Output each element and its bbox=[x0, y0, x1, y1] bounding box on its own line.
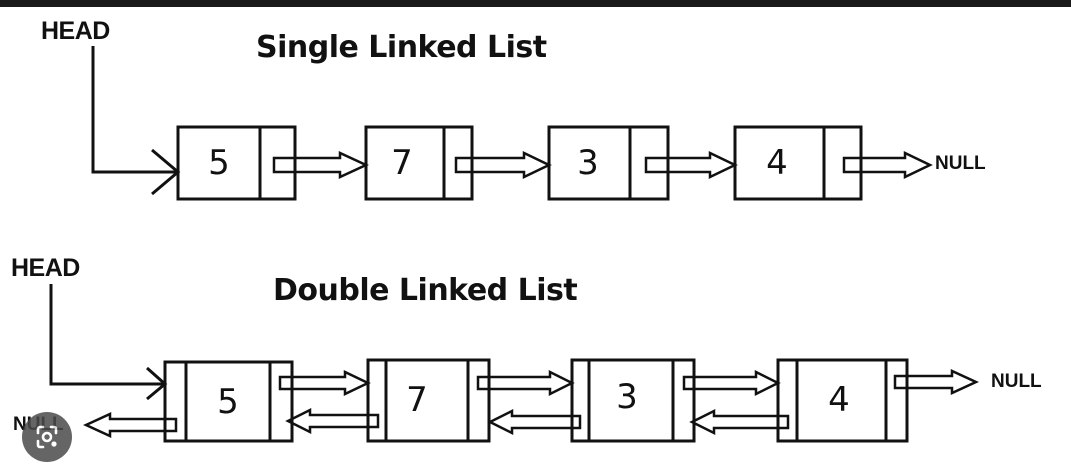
double-next-arrow-2 bbox=[476, 369, 575, 397]
double-node-3-value: 3 bbox=[616, 377, 638, 417]
single-node-2 bbox=[364, 125, 474, 201]
single-node-3-value: 3 bbox=[577, 143, 599, 183]
single-node-1 bbox=[176, 125, 297, 201]
google-lens-icon[interactable] bbox=[22, 412, 72, 462]
double-null-right-label: NULL bbox=[991, 371, 1042, 392]
lens-glyph-icon bbox=[36, 425, 58, 449]
single-next-arrow-3 bbox=[644, 151, 738, 179]
single-next-arrows bbox=[272, 151, 933, 179]
single-next-arrow-2 bbox=[454, 151, 552, 179]
double-next-arrow-3 bbox=[682, 369, 781, 397]
single-head-pointer bbox=[91, 46, 181, 196]
double-head-label: HEAD bbox=[11, 254, 80, 282]
double-node-1 bbox=[163, 360, 294, 443]
single-node-4-value: 4 bbox=[766, 143, 788, 183]
double-null-next-arrow bbox=[893, 369, 980, 395]
double-node-1-value: 5 bbox=[217, 382, 239, 422]
double-next-arrow-1 bbox=[278, 370, 371, 396]
single-head-label: HEAD bbox=[41, 17, 110, 45]
double-node-4 bbox=[776, 358, 909, 443]
single-node-4 bbox=[733, 125, 863, 201]
double-pointer-arrows bbox=[82, 369, 980, 438]
single-node-1-value: 5 bbox=[208, 143, 230, 183]
double-prev-arrow-2 bbox=[487, 408, 582, 436]
single-null-arrow bbox=[842, 151, 933, 179]
single-node-3 bbox=[547, 125, 670, 201]
single-node-2-value: 7 bbox=[391, 143, 413, 183]
single-next-arrow-1 bbox=[272, 151, 369, 179]
double-prev-arrow-1 bbox=[285, 407, 380, 435]
single-null-label: NULL bbox=[935, 153, 986, 174]
double-null-prev-arrow bbox=[82, 412, 178, 438]
double-node-2-value: 7 bbox=[406, 380, 428, 420]
double-prev-arrow-3 bbox=[689, 408, 790, 436]
single-list-title: Single Linked List bbox=[256, 30, 547, 65]
double-list-title: Double Linked List bbox=[273, 273, 578, 308]
double-head-pointer bbox=[49, 284, 168, 401]
double-node-2 bbox=[366, 358, 491, 443]
double-node-4-value: 4 bbox=[828, 380, 850, 420]
top-border bbox=[0, 0, 1071, 7]
double-node-3 bbox=[570, 358, 696, 443]
